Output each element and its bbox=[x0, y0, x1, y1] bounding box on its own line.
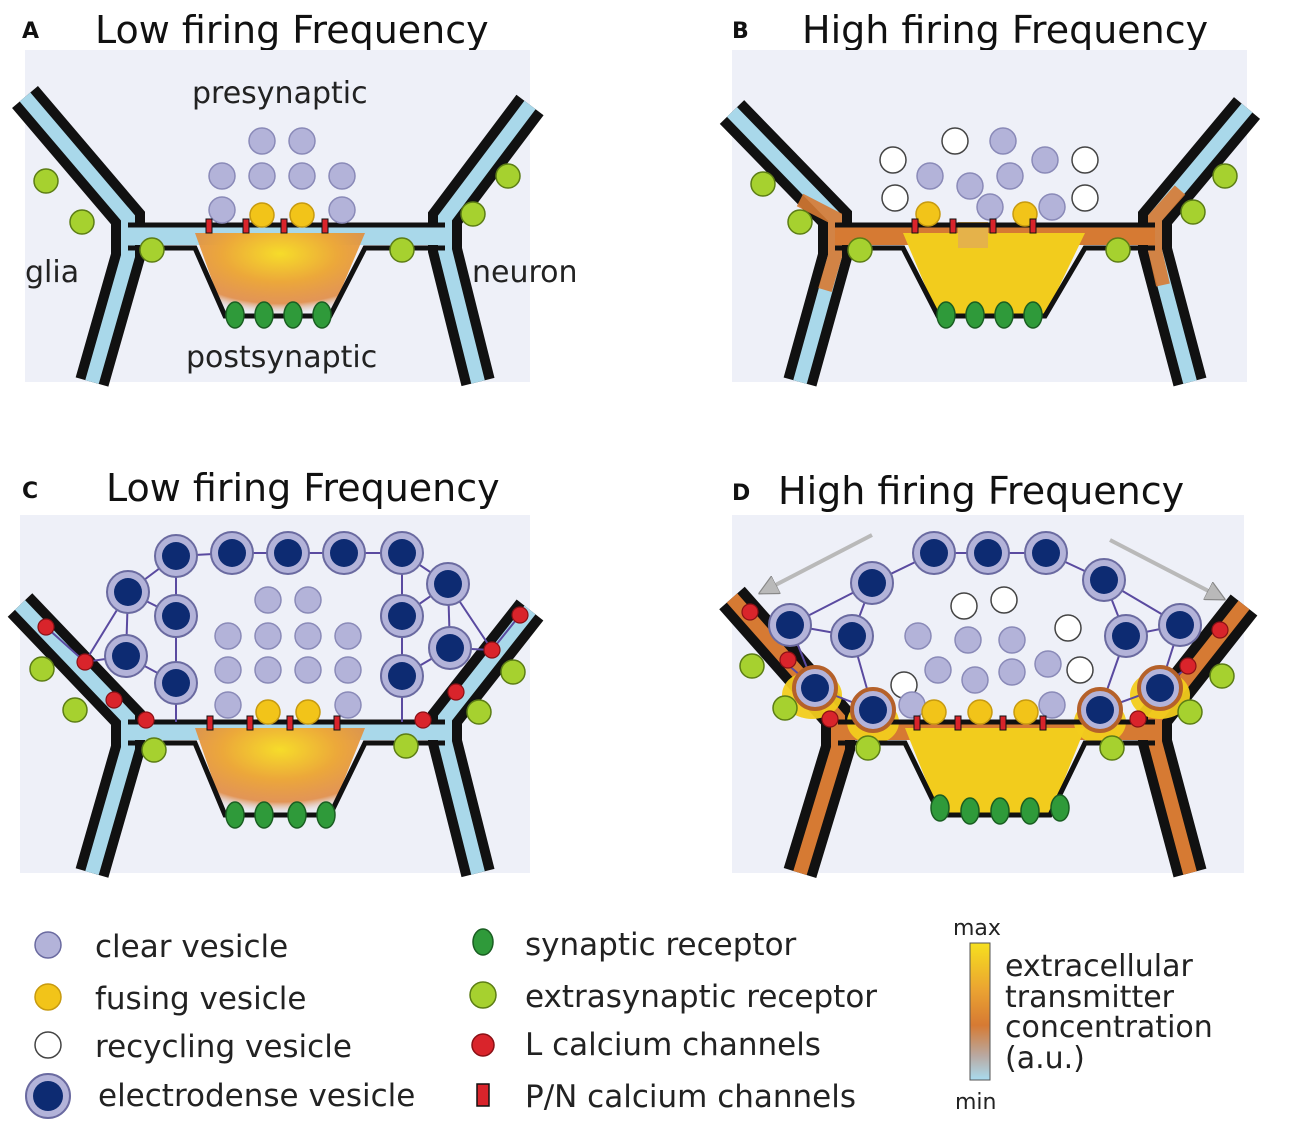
scale-label-line: concentration bbox=[1005, 1010, 1213, 1045]
clear-vesicle bbox=[288, 162, 316, 190]
scale-max-label: max bbox=[953, 916, 1001, 941]
scale-label-line: (a.u.) bbox=[1005, 1041, 1085, 1076]
legend: clear vesicle fusing vesicle recycling v… bbox=[25, 916, 1213, 1119]
legend-item-label: P/N calcium channels bbox=[525, 1079, 856, 1115]
legend-item-label: synaptic receptor bbox=[525, 927, 797, 963]
clear-vesicle bbox=[288, 127, 316, 155]
transmitter-cloud bbox=[903, 233, 1085, 316]
panel-label: D bbox=[732, 481, 750, 506]
clear-vesicles bbox=[898, 622, 1066, 719]
panel-label: B bbox=[732, 19, 749, 44]
clear-vesicles bbox=[214, 586, 362, 719]
diffusion-arrows bbox=[762, 533, 1222, 598]
color-scale-bar bbox=[969, 942, 991, 1081]
pn-calcium-channels bbox=[205, 218, 329, 234]
synaptic-receptors bbox=[930, 794, 1070, 825]
clear-vesicle bbox=[328, 196, 356, 224]
legend-item-label: clear vesicle bbox=[95, 929, 288, 965]
l-calcium-channels bbox=[741, 603, 1229, 728]
fusing-vesicles bbox=[921, 699, 1039, 725]
pn-calcium-channels bbox=[206, 715, 341, 731]
recycling-vesicle bbox=[879, 146, 907, 174]
fusing-vesicle bbox=[249, 202, 275, 228]
legend-item-label: recycling vesicle bbox=[95, 1029, 352, 1065]
legend-item-label: electrodense vesicle bbox=[98, 1078, 415, 1114]
left-diffusion-arrow-icon bbox=[762, 533, 873, 592]
extrasynaptic-receptors bbox=[33, 163, 521, 263]
clear-vesicle bbox=[248, 162, 276, 190]
clear-vesicle-icon bbox=[34, 931, 62, 959]
panel-a: A Low firing Frequency bbox=[12, 8, 578, 387]
l-calcium-channels bbox=[37, 606, 529, 729]
concentration-scale: max min extracellular transmitter concen… bbox=[953, 916, 1213, 1115]
transmitter-cloud bbox=[195, 233, 365, 316]
clear-vesicle bbox=[208, 196, 236, 224]
fusing-vesicle bbox=[289, 202, 315, 228]
pn-calcium-channels bbox=[911, 218, 1037, 234]
scale-min-label: min bbox=[955, 1090, 997, 1115]
electrodense-vesicles bbox=[104, 531, 472, 705]
recycling-vesicle bbox=[1071, 184, 1099, 212]
transmitter-cloud bbox=[905, 728, 1085, 815]
panel-label: A bbox=[22, 19, 39, 44]
recycling-vesicle bbox=[881, 184, 909, 212]
postsynaptic-membrane bbox=[128, 740, 445, 818]
glia-label: glia bbox=[25, 255, 79, 290]
legend-item-label: extrasynaptic receptor bbox=[525, 979, 877, 1015]
extrasynaptic-receptors bbox=[750, 163, 1238, 263]
scale-label-line: transmitter bbox=[1005, 980, 1175, 1015]
legend-item-label: fusing vesicle bbox=[95, 981, 306, 1017]
postsynaptic-membrane bbox=[835, 245, 1155, 319]
neuron-label: neuron bbox=[472, 255, 578, 290]
right-diffusion-arrow-icon bbox=[1109, 538, 1222, 598]
panel-title: Low firing Frequency bbox=[95, 8, 489, 52]
postsynaptic-label: postsynaptic bbox=[186, 340, 377, 375]
electrodense-vesicles bbox=[768, 531, 1202, 733]
synaptic-receptors bbox=[225, 801, 336, 829]
transmitter-cloud bbox=[195, 728, 365, 815]
fusing-vesicles bbox=[249, 202, 315, 228]
recycling-vesicle bbox=[941, 127, 969, 155]
panel-label: C bbox=[22, 479, 38, 504]
panel-title: Low firing Frequency bbox=[106, 466, 500, 510]
clear-vesicles bbox=[208, 127, 356, 224]
panel-b: B High firing Frequency bbox=[719, 8, 1261, 387]
legend-item-label: L calcium channels bbox=[525, 1027, 821, 1063]
panel-title: High firing Frequency bbox=[778, 469, 1184, 513]
synaptic-receptor-icon bbox=[472, 928, 494, 956]
legend-left: clear vesicle fusing vesicle recycling v… bbox=[25, 929, 415, 1119]
extrasynaptic-receptors bbox=[29, 656, 526, 763]
clear-vesicle bbox=[328, 162, 356, 190]
extrasynaptic-receptors bbox=[739, 653, 1235, 761]
panel-title: High firing Frequency bbox=[802, 8, 1208, 52]
recycling-vesicles bbox=[879, 127, 1099, 212]
presynaptic-label: presynaptic bbox=[192, 76, 368, 111]
synaptic-receptors bbox=[225, 301, 332, 329]
clear-vesicle bbox=[248, 127, 276, 155]
extrasynaptic-receptor-icon bbox=[469, 981, 497, 1009]
recycling-vesicle bbox=[1071, 146, 1099, 174]
clear-vesicle bbox=[208, 162, 236, 190]
recycling-vesicle-icon bbox=[34, 1031, 62, 1059]
pn-calcium-channels bbox=[913, 715, 1047, 731]
postsynaptic-membrane bbox=[128, 245, 445, 319]
fusing-vesicle-icon bbox=[34, 983, 62, 1011]
pn-calcium-channel-icon bbox=[476, 1083, 490, 1107]
clear-vesicles bbox=[916, 127, 1066, 221]
panel-c: C Low firing Frequency bbox=[7, 466, 544, 878]
l-calcium-channel-icon bbox=[471, 1033, 495, 1057]
fusing-vesicles bbox=[255, 699, 321, 725]
synaptic-receptors bbox=[936, 301, 1043, 329]
legend-middle: synaptic receptor extrasynaptic receptor… bbox=[469, 927, 877, 1115]
panel-d: D High firing Frequency bbox=[719, 469, 1258, 878]
electrodense-core bbox=[33, 1081, 63, 1111]
scale-label-line: extracellular bbox=[1005, 949, 1194, 984]
